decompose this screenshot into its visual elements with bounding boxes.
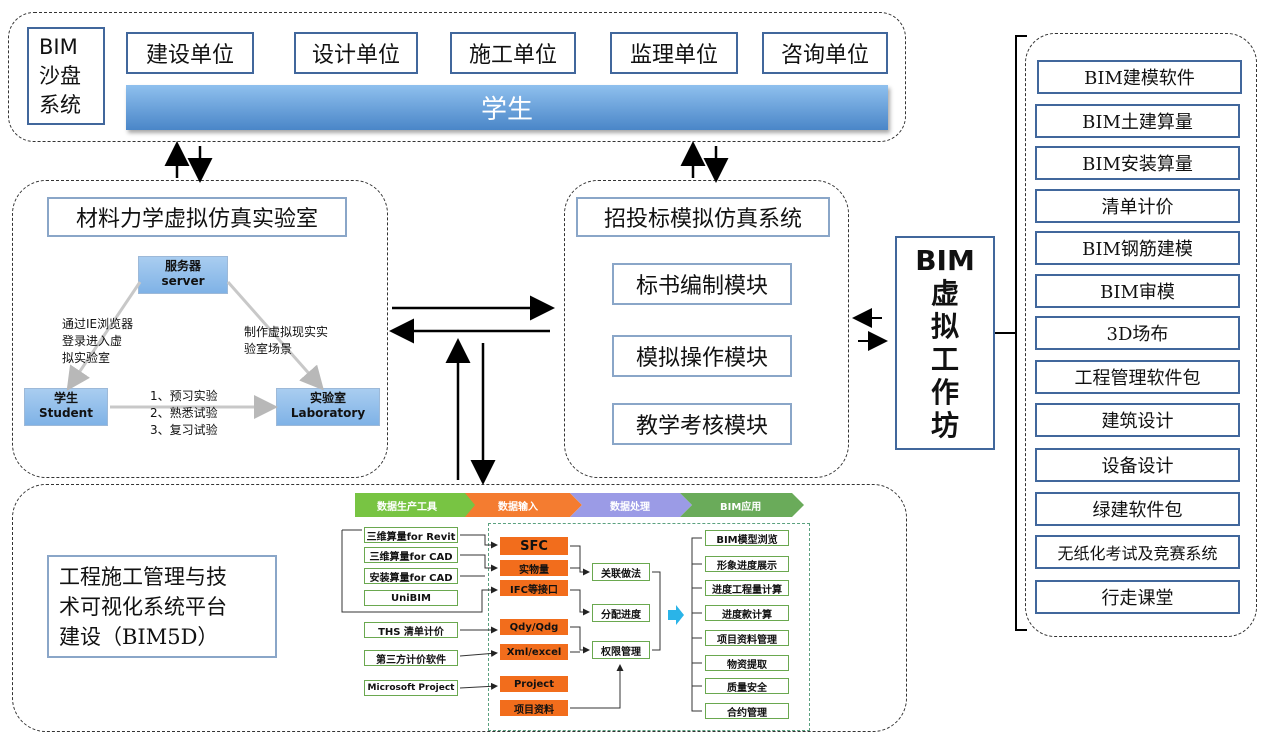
bidding-title: 招投标模拟仿真系统 bbox=[576, 197, 830, 237]
bim-sandbox-box: BIM 沙盘 系统 bbox=[27, 27, 105, 125]
workshop-item: BIM钢筋建模 bbox=[1035, 231, 1240, 265]
header-tab-bg bbox=[680, 493, 804, 517]
workshop-item: BIM建模软件 bbox=[1037, 60, 1242, 94]
lab-step: 3、复习试验 bbox=[150, 423, 218, 437]
top-section bbox=[8, 12, 906, 142]
header-tab-bg bbox=[570, 493, 692, 517]
input-item: IFC等接口 bbox=[500, 580, 568, 596]
workshop-list-section bbox=[1025, 33, 1257, 637]
header-tab-label: BIM应用 bbox=[720, 502, 762, 513]
bim-sandbox-line: BIM bbox=[39, 34, 78, 59]
lab-title: 材料力学虚拟仿真实验室 bbox=[47, 197, 347, 237]
server-label: 服务器 bbox=[164, 259, 201, 273]
input-sfc: SFC bbox=[500, 537, 568, 555]
workshop-char: 作 bbox=[930, 376, 959, 409]
workshop-char: 虚 bbox=[930, 277, 959, 310]
input-item: 项目资料 bbox=[500, 700, 568, 716]
bim-sandbox-line: 沙盘 bbox=[39, 63, 81, 88]
process-item: 分配进度 bbox=[592, 604, 650, 622]
tool-item: 安装算量for CAD bbox=[364, 568, 458, 584]
student-label: 学生 bbox=[53, 391, 78, 405]
bidding-module-exam: 教学考核模块 bbox=[612, 403, 792, 445]
workshop-item: 行走课堂 bbox=[1035, 580, 1240, 614]
app-item: 进度款计算 bbox=[705, 605, 789, 621]
input-item: 实物量 bbox=[500, 560, 568, 576]
student-bar: 学生 bbox=[126, 85, 888, 130]
bim-sandbox-line: 系统 bbox=[39, 92, 81, 117]
unit-supervision: 监理单位 bbox=[610, 32, 738, 74]
workshop-item: 工程管理软件包 bbox=[1035, 360, 1240, 394]
app-item: 合约管理 bbox=[705, 703, 789, 719]
workshop-item: 建筑设计 bbox=[1035, 403, 1240, 437]
tool-item: 三维算量for Revit bbox=[364, 527, 458, 543]
lab-right-note-line: 验室场景 bbox=[244, 342, 293, 356]
unit-consulting: 咨询单位 bbox=[762, 32, 888, 74]
header-tab-bg bbox=[465, 493, 582, 517]
workshop-item: 清单计价 bbox=[1035, 189, 1240, 223]
bim-workshop-box: BIM 虚 拟 工 作 坊 bbox=[895, 236, 995, 450]
laboratory-node: 实验室 Laboratory bbox=[276, 388, 380, 426]
tool-item: 第三方计价软件 bbox=[364, 650, 458, 666]
student-label-en: Student bbox=[39, 406, 93, 420]
workshop-item: BIM土建算量 bbox=[1035, 104, 1240, 138]
lab-left-note-line: 登录进入虚 bbox=[62, 334, 123, 348]
bim5d-title: 工程施工管理与技 术可视化系统平台 建设（BIM5D） bbox=[47, 555, 277, 658]
process-item: 关联做法 bbox=[592, 563, 650, 581]
bim5d-title-line: 建设（BIM5D） bbox=[59, 624, 219, 649]
lab-left-note: 通过IE浏览器 登录进入虚 拟实验室 bbox=[62, 316, 133, 367]
workshop-item: 3D场布 bbox=[1035, 316, 1240, 350]
workshop-char: 拟 bbox=[930, 310, 959, 343]
workshop-char: 坊 bbox=[930, 409, 959, 442]
bidding-module-bid: 标书编制模块 bbox=[612, 263, 792, 305]
lab-left-note-line: 拟实验室 bbox=[62, 351, 111, 365]
unit-builder: 施工单位 bbox=[450, 32, 576, 74]
workshop-item: BIM安装算量 bbox=[1035, 146, 1240, 180]
bim5d-dotted-region bbox=[488, 523, 810, 731]
app-item: 形象进度展示 bbox=[705, 556, 789, 572]
app-item: 质量安全 bbox=[705, 678, 789, 694]
workshop-item: 设备设计 bbox=[1035, 448, 1240, 482]
unit-construction: 建设单位 bbox=[126, 32, 254, 74]
app-item: 项目资料管理 bbox=[705, 630, 789, 646]
bim5d-section bbox=[12, 484, 907, 732]
app-item: 进度工程量计算 bbox=[705, 580, 789, 596]
header-tab-label: 数据生产工具 bbox=[377, 502, 437, 513]
input-item: Project bbox=[500, 676, 568, 692]
workshop-char: BIM bbox=[915, 244, 975, 277]
input-item: Xml/excel bbox=[500, 644, 568, 660]
lab-left-note-line: 通过IE浏览器 bbox=[62, 317, 134, 331]
server-node: 服务器 server bbox=[138, 256, 228, 294]
bim5d-title-line: 工程施工管理与技 bbox=[59, 564, 227, 589]
laboratory-label-en: Laboratory bbox=[290, 406, 366, 420]
lab-step: 2、熟悉试验 bbox=[150, 406, 218, 420]
tool-item: THS 清单计价 bbox=[364, 622, 458, 638]
workshop-char: 工 bbox=[930, 343, 959, 376]
laboratory-label: 实验室 bbox=[309, 391, 346, 405]
tool-item: UniBIM bbox=[364, 590, 458, 606]
header-tab-label: 数据输入 bbox=[498, 502, 538, 513]
student-node: 学生 Student bbox=[24, 388, 108, 426]
lab-right-note-line: 制作虚拟现实实 bbox=[244, 325, 329, 339]
tool-item: Microsoft Project bbox=[364, 680, 458, 696]
server-label-en: server bbox=[161, 274, 205, 288]
workshop-item: 无纸化考试及竞赛系统 bbox=[1035, 535, 1240, 569]
app-item: 物资提取 bbox=[705, 655, 789, 671]
lab-right-note: 制作虚拟现实实 验室场景 bbox=[244, 324, 328, 358]
workshop-item: BIM审模 bbox=[1035, 274, 1240, 308]
lab-steps: 1、预习实验 2、熟悉试验 3、复习试验 bbox=[150, 388, 218, 439]
bidding-module-sim: 模拟操作模块 bbox=[612, 335, 792, 377]
process-item: 权限管理 bbox=[592, 641, 650, 659]
input-item: Qdy/Qdg bbox=[500, 619, 568, 635]
workshop-item: 绿建软件包 bbox=[1035, 492, 1240, 526]
unit-design: 设计单位 bbox=[294, 32, 418, 74]
app-item: BIM模型浏览 bbox=[705, 530, 789, 546]
tool-item: 三维算量for CAD bbox=[364, 547, 458, 563]
bim5d-title-line: 术可视化系统平台 bbox=[59, 594, 227, 619]
lab-step: 1、预习实验 bbox=[150, 389, 218, 403]
header-tab-bg bbox=[355, 493, 480, 517]
header-tab-label: 数据处理 bbox=[610, 502, 650, 513]
